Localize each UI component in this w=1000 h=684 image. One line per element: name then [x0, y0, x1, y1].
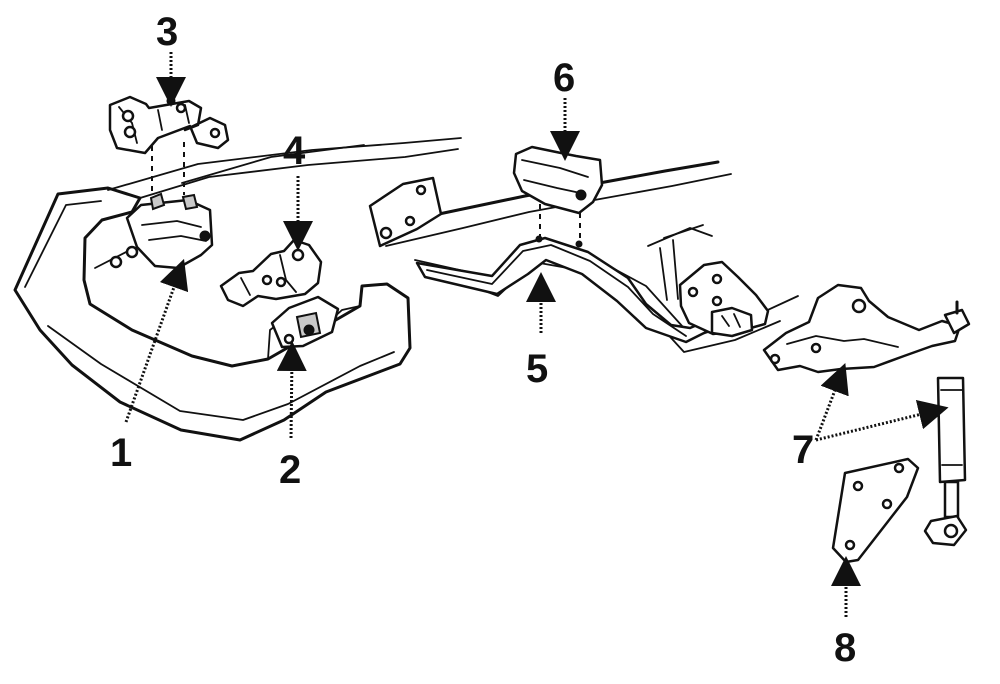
left-engine-mount [95, 194, 212, 268]
bracket-part-4 [221, 240, 321, 306]
crossmember [370, 178, 712, 342]
callout-6: 6 [553, 56, 575, 100]
callout-4: 4 [283, 129, 306, 173]
callout-1: 1 [110, 431, 132, 475]
leader-2 [276, 341, 307, 439]
callout-3: 3 [156, 10, 178, 54]
shock-absorber [925, 378, 966, 545]
frame-rail-left [15, 138, 461, 440]
callout-8: 8 [834, 626, 856, 670]
callout-numbers: 1 2 3 4 5 6 7 8 [110, 10, 856, 670]
leader-7a [814, 362, 849, 441]
upper-mount-bracket [110, 97, 228, 195]
leader-7b [815, 400, 949, 442]
spring-hanger [680, 262, 768, 336]
bracket-plate-part-8 [833, 459, 918, 562]
mount-part-2 [272, 297, 338, 347]
callout-leaders [124, 52, 949, 617]
callout-2: 2 [279, 448, 301, 492]
callout-7: 7 [792, 428, 814, 472]
callout-5: 5 [526, 347, 548, 391]
